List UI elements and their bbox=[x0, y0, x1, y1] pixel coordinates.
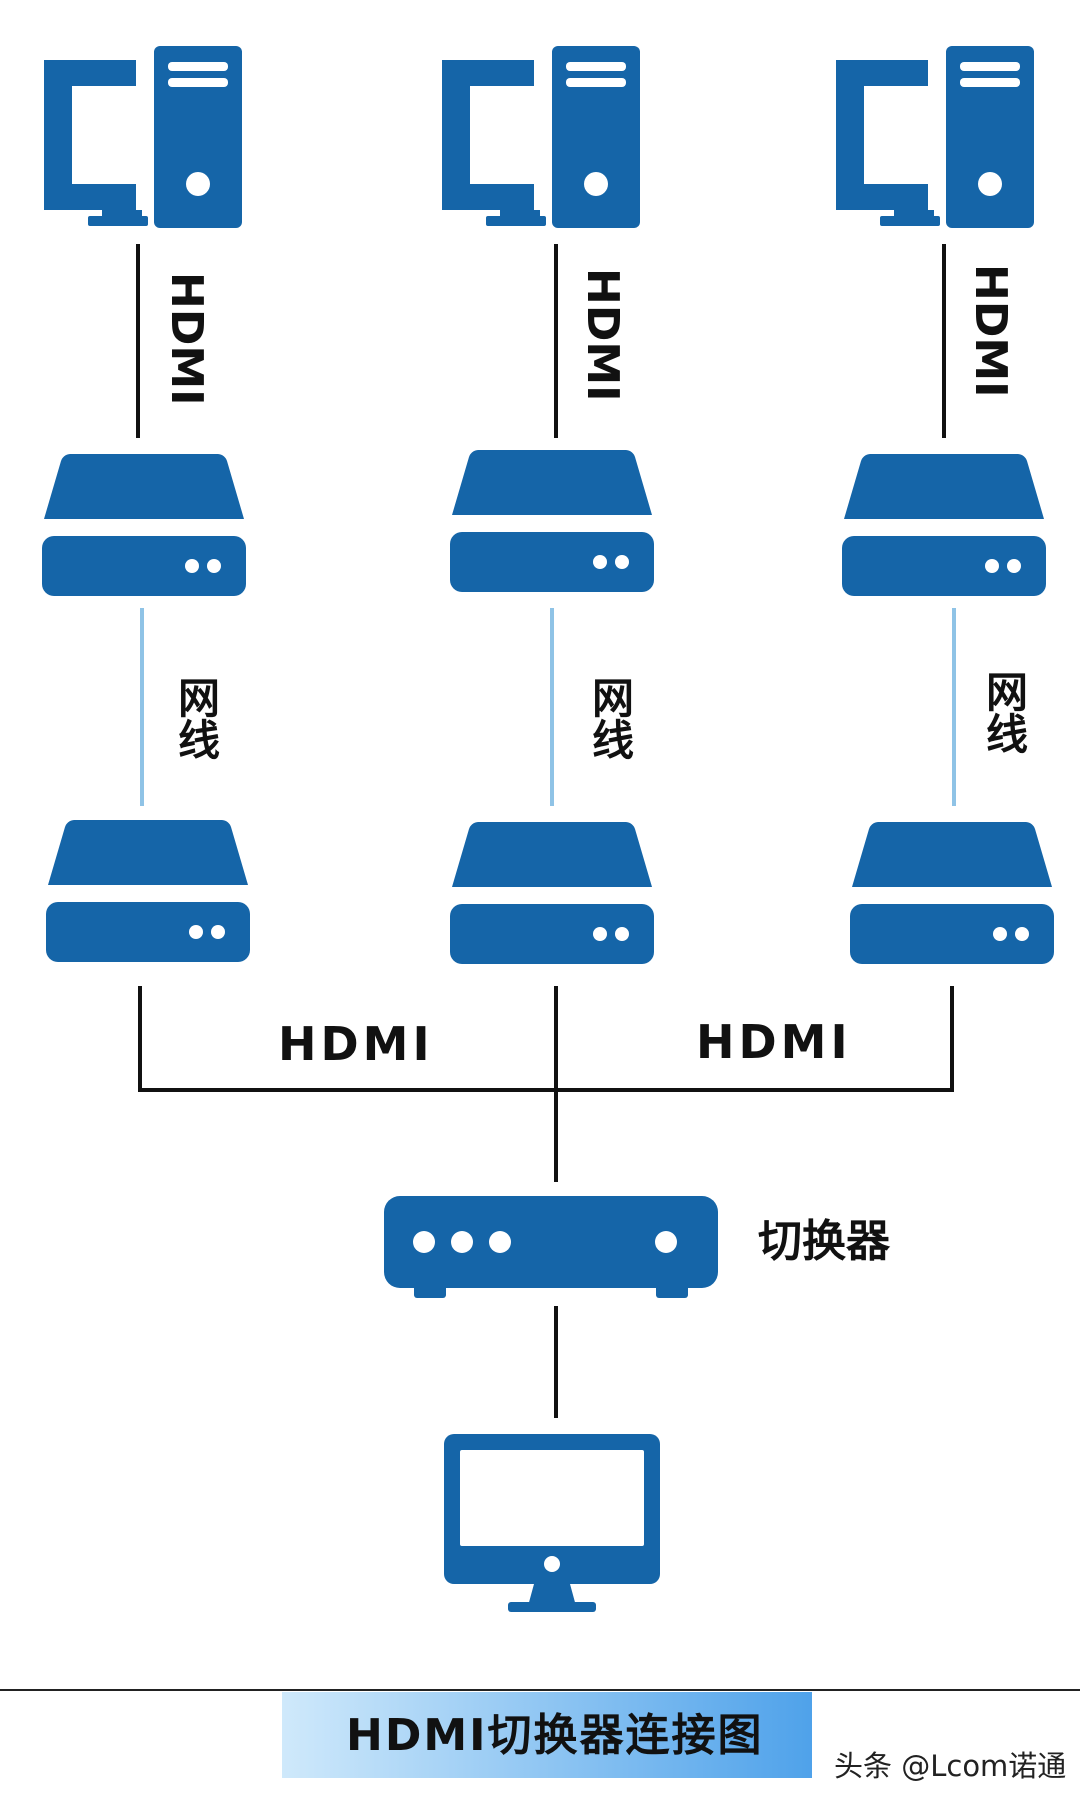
watermark: 头条 @Lcom诺通 bbox=[834, 1749, 1066, 1783]
title-banner bbox=[282, 1692, 812, 1778]
extender-transmitter-icon-2 bbox=[450, 450, 654, 592]
extender-transmitter-icon-3 bbox=[842, 454, 1046, 596]
extender-receiver-icon-2 bbox=[450, 822, 654, 964]
extender-receiver-icon-1 bbox=[46, 820, 250, 962]
network-cable-label-3: 网线 bbox=[980, 670, 1029, 754]
hdmi-label-vertical-3: HDMI bbox=[965, 264, 1016, 398]
extender-receiver-icon-3 bbox=[850, 822, 1054, 964]
computer-icon-2 bbox=[442, 46, 640, 228]
computer-icon-3 bbox=[836, 46, 1034, 228]
computer-icon-1 bbox=[44, 46, 242, 228]
hdmi-label-vertical-2: HDMI bbox=[577, 268, 628, 402]
hdmi-label-right: HDMI bbox=[696, 1015, 852, 1069]
diagram-title: HDMI切换器连接图 bbox=[346, 1710, 764, 1761]
monitor-icon bbox=[444, 1434, 660, 1612]
switcher-label: 切换器 bbox=[758, 1216, 891, 1267]
switcher-icon bbox=[384, 1196, 718, 1298]
extender-transmitter-icon-1 bbox=[42, 454, 246, 596]
hdmi-label-left: HDMI bbox=[278, 1017, 434, 1071]
hdmi-bus-left bbox=[138, 986, 556, 1092]
hdmi-label-vertical-1: HDMI bbox=[161, 272, 212, 406]
hdmi-bus-right bbox=[556, 986, 954, 1092]
network-cable-label-1: 网线 bbox=[172, 676, 221, 760]
network-cable-label-2: 网线 bbox=[586, 676, 635, 760]
